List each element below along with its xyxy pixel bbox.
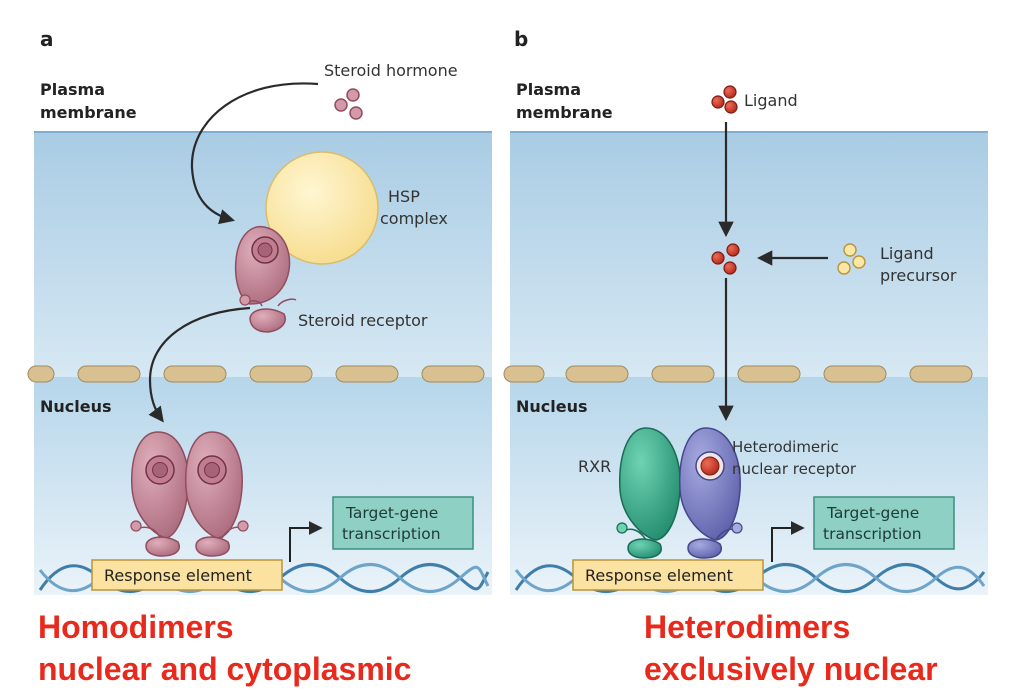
precursor-label-line2: precursor — [880, 266, 957, 285]
panel-a-target-line2: transcription — [342, 525, 441, 543]
heterodimer-label-line2: nuclear receptor — [732, 460, 857, 478]
heterodimer-shape — [616, 427, 743, 559]
caption-heterodimers: Heterodimers exclusively nuclear — [644, 606, 938, 690]
panel-a-transcription-arrow — [289, 521, 323, 562]
panel-b-membrane-line1: Plasma — [516, 80, 581, 99]
panel-b-target-line2: transcription — [823, 525, 922, 543]
panel-a-response-element-box — [91, 559, 283, 591]
panel-b-response-element-label: Response element — [585, 566, 733, 585]
caption-left-line2: nuclear and cytoplasmic — [38, 651, 412, 687]
caption-right-line2: exclusively nuclear — [644, 651, 938, 687]
panel-b-nuclear-envelope — [503, 365, 973, 383]
panel-b-nucleus-label: Nucleus — [516, 397, 588, 416]
steroid-receptor-label: Steroid receptor — [298, 311, 428, 330]
panel-b: b Plasma membrane Ligand — [503, 27, 988, 595]
nuclear-envelope — [27, 365, 485, 383]
homodimer-shape — [130, 431, 249, 557]
heterodimer-label-line1: Heterodimeric — [732, 438, 839, 456]
hsp-label-line1: HSP — [388, 187, 420, 206]
steroid-receptor-shape — [234, 226, 297, 333]
steroid-hormone-label: Steroid hormone — [324, 61, 458, 80]
hsp-complex-shape — [265, 151, 379, 265]
caption-left-line1: Homodimers — [38, 609, 234, 645]
panel-a-response-element-label: Response element — [104, 566, 252, 585]
nucleus-region — [34, 377, 492, 595]
panel-a-membrane-line2: membrane — [40, 103, 137, 122]
panel-a-target-line1: Target-gene — [345, 504, 438, 522]
caption-homodimers: Homodimers nuclear and cytoplasmic — [38, 606, 411, 690]
panel-a-membrane-line1: Plasma — [40, 80, 105, 99]
nuclear-translocation-arrow — [148, 306, 251, 423]
panel-b-letter: b — [514, 27, 528, 51]
steroid-hormone-icon — [334, 88, 363, 120]
ligand-label: Ligand — [744, 91, 798, 110]
panel-b-membrane-line2: membrane — [516, 103, 613, 122]
ligand-icon — [711, 85, 738, 114]
rxr-label: RXR — [578, 457, 611, 476]
caption-right-line1: Heterodimers — [644, 609, 851, 645]
hormone-entry-arrow — [190, 82, 319, 225]
precursor-label-line1: Ligand — [880, 244, 934, 263]
panel-a-letter: a — [40, 27, 54, 51]
panel-a: a Plasma membrane Steroid hormone HSP co… — [27, 27, 492, 595]
panel-b-target-line1: Target-gene — [826, 504, 919, 522]
panel-b-target-gene-box — [813, 496, 955, 550]
panel-b-cytoplasm-region — [510, 132, 988, 377]
ligand-precursor-icon — [837, 243, 866, 275]
panel-a-target-gene-box — [332, 496, 474, 550]
panel-a-nucleus-label: Nucleus — [40, 397, 112, 416]
panel-b-transcription-arrow — [771, 521, 805, 562]
hsp-label-line2: complex — [380, 209, 448, 228]
panel-b-response-element-box — [572, 559, 764, 591]
intracellular-ligand-icon — [711, 243, 740, 275]
panel-b-nucleus-region — [510, 377, 988, 595]
